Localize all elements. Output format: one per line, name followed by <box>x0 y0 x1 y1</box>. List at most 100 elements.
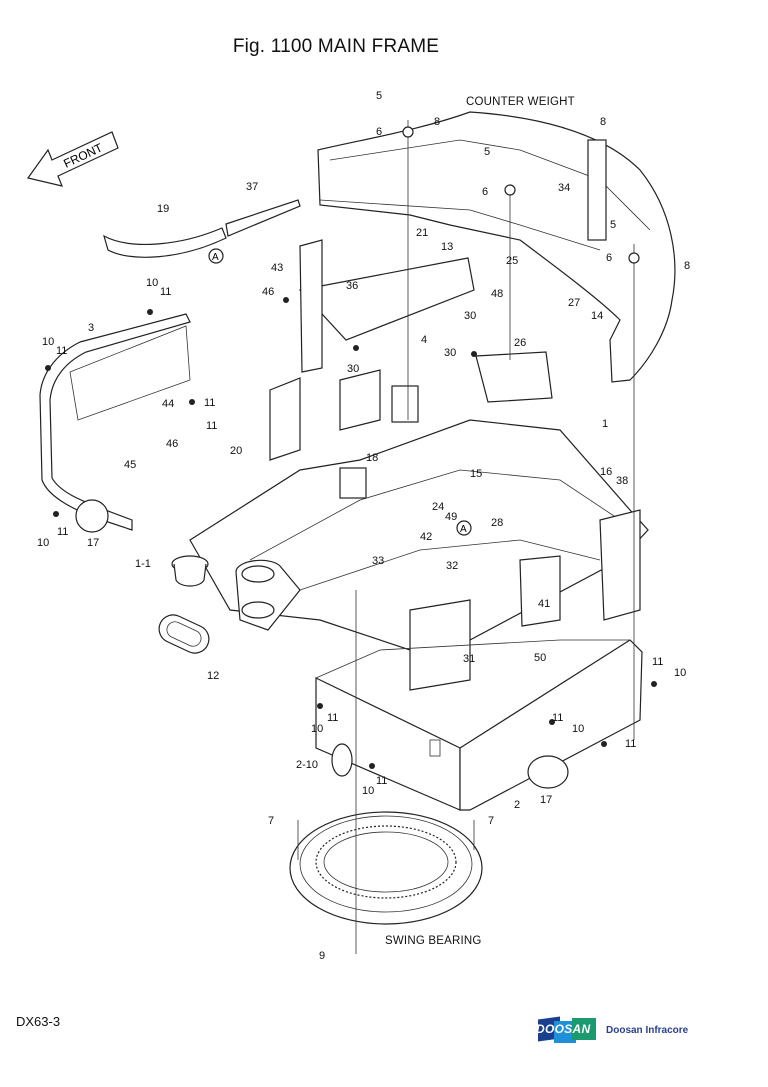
callout-label: 10 <box>37 537 50 549</box>
svg-text:A: A <box>212 252 219 263</box>
callout-label: 14 <box>591 310 604 322</box>
lower-frame-part-2 <box>315 639 643 811</box>
callout-label: 10 <box>146 277 159 289</box>
callout-label: 10 <box>674 667 687 679</box>
part-19-37-rail <box>103 199 301 258</box>
callout-label: 24 <box>432 501 445 513</box>
callout-label: 42 <box>420 531 433 543</box>
doosan-logo: DOOSAN Doosan Infracore <box>532 1016 702 1044</box>
callout-label: 11 <box>625 738 637 750</box>
callout-label: 5 <box>484 146 491 158</box>
callout-label: 11 <box>160 286 172 298</box>
callout-label: 12 <box>207 670 220 682</box>
side-cover-part-3 <box>39 313 191 531</box>
callout-label: 49 <box>445 511 458 523</box>
counter-weight <box>317 111 676 383</box>
callout-label: 2 <box>514 799 521 811</box>
callout-label: 30 <box>464 310 477 322</box>
fastener-markers <box>45 126 657 769</box>
svg-text:A: A <box>460 524 467 535</box>
callout-label: 1 <box>602 418 609 430</box>
callout-label: 46 <box>262 286 275 298</box>
callout-label: 34 <box>558 182 571 194</box>
page-title-text: Fig. 1100 MAIN FRAME <box>232 36 440 57</box>
callout-label: 6 <box>606 252 613 264</box>
callout-label: 32 <box>446 560 459 572</box>
reference-mark-a-upper: A <box>208 248 224 264</box>
caption-swing-bearing: SWING BEARING <box>385 935 482 947</box>
callout-label: 6 <box>376 126 383 138</box>
callout-label: 11 <box>376 775 388 787</box>
logo-wordmark: DOOSAN <box>536 1022 591 1036</box>
callout-label: 25 <box>506 255 519 267</box>
callout-label: 4 <box>421 334 428 346</box>
callout-label: 37 <box>246 181 259 193</box>
cover-part-2-10 <box>331 743 353 777</box>
callout-label: 36 <box>346 280 359 292</box>
callout-label: 21 <box>416 227 429 239</box>
callout-label: 11 <box>552 712 564 724</box>
bushing-part-1-1 <box>171 555 209 587</box>
callout-label: 11 <box>327 712 339 724</box>
caption-counter-weight: COUNTER WEIGHT <box>466 96 575 108</box>
callout-label: 18 <box>366 452 379 464</box>
gasket-part-12 <box>158 614 210 654</box>
front-arrow-icon: FRONT <box>26 131 119 187</box>
callout-label: 20 <box>230 445 243 457</box>
callout-label: 15 <box>470 468 483 480</box>
callout-label: 6 <box>482 186 489 198</box>
callout-label: 45 <box>124 459 137 471</box>
callout-label: 50 <box>534 652 547 664</box>
model-number: DX63-3 <box>16 1014 61 1029</box>
callout-label: 38 <box>616 475 629 487</box>
logo-block-blue <box>554 1021 576 1043</box>
callout-label: 26 <box>514 337 527 349</box>
callout-label: 10 <box>311 723 324 735</box>
cover-plate-part-17-left <box>75 499 109 533</box>
callout-label: 10 <box>42 336 55 348</box>
callout-label: 13 <box>441 241 454 253</box>
callout-label: 48 <box>491 288 504 300</box>
logo-block-green <box>572 1018 596 1040</box>
callout-label: 46 <box>166 438 179 450</box>
callout-label: 8 <box>434 116 441 128</box>
cover-plate-part-17-right <box>527 755 569 789</box>
callout-label: 31 <box>463 653 476 665</box>
callout-label: 11 <box>652 656 664 668</box>
swing-bearing <box>289 811 483 925</box>
callout-label: 11 <box>56 345 68 357</box>
callout-label: 19 <box>157 203 170 215</box>
callout-label: 8 <box>600 116 607 128</box>
callout-label: 7 <box>488 815 495 827</box>
callout-label: 10 <box>362 785 375 797</box>
logo-company-name: Doosan Infracore <box>606 1025 689 1036</box>
callout-label: 1-1 <box>135 558 151 570</box>
callout-label: 27 <box>568 297 581 309</box>
callout-label: 9 <box>319 950 326 962</box>
callout-label: 8 <box>684 260 691 272</box>
callout-label: 30 <box>444 347 457 359</box>
upper-frame-part-1 <box>189 239 649 691</box>
callout-label: 2-10 <box>296 759 319 771</box>
callout-label: 5 <box>376 90 383 102</box>
callout-label: 11 <box>204 397 216 409</box>
callout-label: 44 <box>162 398 175 410</box>
callout-label: 11 <box>206 420 218 432</box>
page-title: Fig. 1100 MAIN FRAME <box>0 36 768 58</box>
reference-mark-a-frame: A <box>456 520 472 536</box>
callout-label: 17 <box>540 794 553 806</box>
callout-label: 43 <box>271 262 284 274</box>
callout-label: 30 <box>347 363 360 375</box>
callout-label: 17 <box>87 537 100 549</box>
callout-label: 3 <box>88 322 95 334</box>
callout-label: 10 <box>572 723 585 735</box>
callout-label: 41 <box>538 598 551 610</box>
callout-label: 7 <box>268 815 275 827</box>
callout-label: 33 <box>372 555 385 567</box>
callout-label: 5 <box>610 219 617 231</box>
assembly-guide-lines <box>297 120 635 954</box>
callout-label: 16 <box>600 466 613 478</box>
callout-label: 11 <box>57 526 69 538</box>
callout-label: 28 <box>491 517 504 529</box>
